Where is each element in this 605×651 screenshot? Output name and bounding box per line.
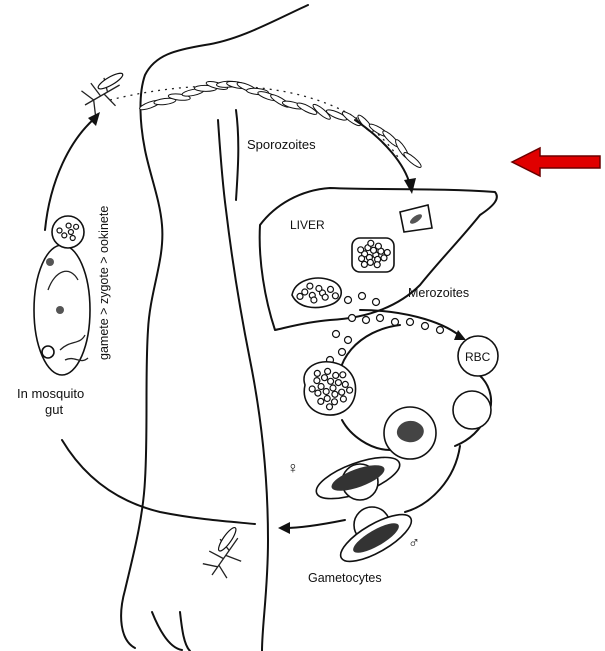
parasite-dot — [374, 262, 380, 268]
merozoite — [437, 327, 444, 334]
parasite-dot — [327, 404, 333, 410]
parasite-dot — [297, 293, 303, 299]
parasite-dot — [314, 370, 320, 376]
merozoite — [339, 349, 346, 356]
parasite-dot — [70, 236, 75, 241]
female-symbol-icon: ♀ — [287, 460, 299, 477]
sporozoites-label: Sporozoites — [247, 137, 316, 152]
liver-label: LIVER — [290, 218, 325, 232]
gametocytes-label: Gametocytes — [308, 571, 382, 585]
merozoite — [363, 317, 370, 324]
parasite-dot — [330, 385, 336, 391]
merozoite — [359, 293, 366, 300]
merozoite — [377, 315, 384, 322]
parasite-dot — [333, 372, 339, 378]
parasite-dot — [322, 294, 328, 300]
parasite-dot — [66, 223, 71, 228]
parasite-dot — [316, 286, 322, 292]
mosquito-gut-label-line1: In mosquito — [17, 386, 84, 401]
parasite-dot — [347, 387, 353, 393]
parasite-dot — [318, 384, 324, 390]
merozoite — [422, 323, 429, 330]
parasite-dot — [57, 228, 62, 233]
parasite-dot — [368, 240, 374, 246]
parasite-dot — [307, 283, 313, 289]
sporozoite — [402, 151, 423, 170]
parasite-dot — [340, 372, 346, 378]
merozoite — [345, 297, 352, 304]
parasite-dot — [367, 259, 373, 265]
parasite-dot — [324, 396, 330, 402]
rupturing-liver-cell — [292, 278, 341, 307]
parasite-dot — [358, 247, 364, 253]
parasite-dot — [328, 378, 334, 384]
blood-schizont — [304, 362, 356, 415]
merozoite-chain — [317, 293, 444, 374]
parasite-dot — [332, 399, 338, 405]
mosquito-gut-label-line2: gut — [45, 402, 63, 417]
parasite-dot — [340, 396, 346, 402]
parasite-dot — [323, 389, 329, 395]
parasite-dot — [359, 256, 365, 262]
merozoite — [349, 315, 356, 322]
female-gametocyte — [312, 449, 405, 507]
merozoite — [345, 337, 352, 344]
parasite-dot — [335, 380, 341, 386]
mosquito-gut — [34, 216, 90, 375]
parasite-dot — [315, 390, 321, 396]
parasite-dot — [309, 386, 315, 392]
empty-rbc — [453, 391, 491, 429]
parasite-dot — [375, 243, 381, 249]
parasite-dot — [322, 375, 328, 381]
parasite-dot — [384, 250, 390, 256]
parasite-dot — [318, 398, 324, 404]
male-gametocyte — [334, 506, 417, 570]
parasite-dot — [74, 224, 79, 229]
male-symbol-icon: ♂ — [408, 535, 420, 552]
mosquito-icon — [199, 523, 255, 584]
trophozoite-rbc — [384, 407, 436, 459]
mosquito-stages-label: gamete > zygote > ookinete — [97, 206, 111, 360]
parasite-dot — [339, 389, 345, 395]
parasite-dot — [311, 297, 317, 303]
parasite-dot — [332, 391, 338, 397]
parasite-dot — [68, 230, 73, 235]
parasite-dot — [328, 286, 334, 292]
liver-schizont — [352, 238, 394, 272]
merozoite — [333, 331, 340, 338]
merozoites-arrow — [360, 310, 466, 340]
mosquito-icon — [77, 67, 135, 119]
sporozoite-icon — [139, 80, 423, 169]
merozoite — [407, 319, 414, 326]
parasite-dot — [332, 293, 338, 299]
rbc-label: RBC — [465, 350, 491, 364]
merozoite — [373, 299, 380, 306]
parasite-dot — [325, 368, 331, 374]
pointer-arrow-icon — [512, 148, 600, 176]
parasite-dot — [361, 261, 367, 267]
parasite-dot — [314, 378, 320, 384]
hepatocyte-with-sporozoite — [400, 205, 432, 232]
parasite-dot — [342, 381, 348, 387]
merozoites-label: Merozoites — [408, 286, 469, 300]
parasite-dot — [62, 233, 67, 238]
